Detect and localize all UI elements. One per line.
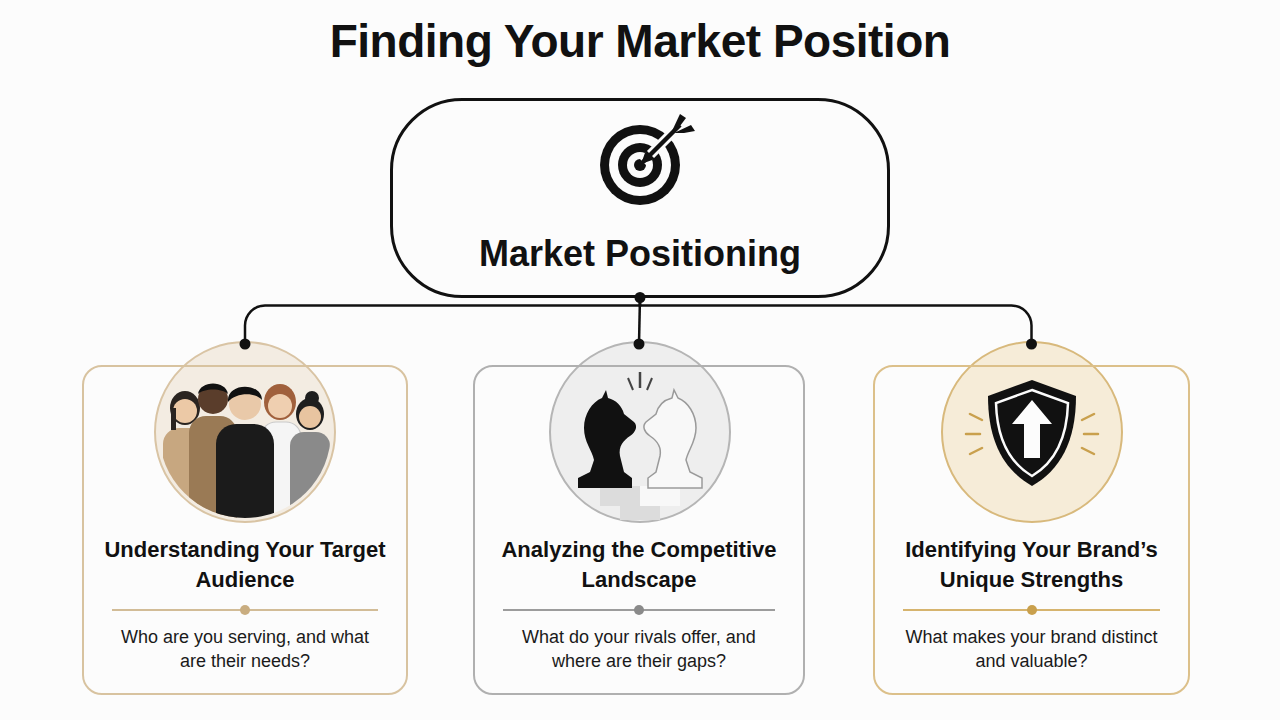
topic-card: Understanding Your Target AudienceWho ar… — [82, 340, 408, 695]
divider — [503, 605, 775, 615]
card-text: Analyzing the Competitive LandscapeWhat … — [487, 535, 791, 673]
connector — [245, 297, 640, 345]
connector-dot — [634, 339, 645, 350]
card-body: Who are you serving, and what are their … — [114, 625, 376, 673]
node-label: Market Positioning — [393, 233, 887, 275]
card-heading: Understanding Your Target Audience — [96, 535, 394, 595]
connector-group — [640, 297, 1037, 350]
divider — [903, 605, 1160, 615]
topic-card: Analyzing the Competitive LandscapeWhat … — [473, 340, 805, 695]
card-body: What do your rivals offer, and where are… — [508, 625, 770, 673]
diagram-title: Finding Your Market Position — [0, 14, 1280, 68]
divider-dot — [1027, 605, 1037, 615]
connector-dot — [240, 339, 251, 350]
divider — [112, 605, 378, 615]
divider-dot — [240, 605, 250, 615]
target-icon — [600, 114, 695, 205]
shield-icon — [942, 342, 1122, 522]
card-text: Understanding Your Target AudienceWho ar… — [96, 535, 394, 673]
topic-card: Identifying Your Brand’s Unique Strength… — [873, 340, 1190, 695]
connector-dot — [1026, 339, 1037, 350]
card-body: What makes your brand distinct and valua… — [901, 625, 1163, 673]
central-pill: Market Positioning — [390, 98, 890, 298]
divider-dot — [634, 605, 644, 615]
audience-icon — [155, 342, 335, 554]
connector-group — [240, 297, 641, 350]
connector — [640, 297, 1032, 345]
card-heading: Identifying Your Brand’s Unique Strength… — [887, 535, 1176, 595]
card-text: Identifying Your Brand’s Unique Strength… — [887, 535, 1176, 673]
chess-icon — [550, 342, 730, 522]
card-heading: Analyzing the Competitive Landscape — [487, 535, 791, 595]
